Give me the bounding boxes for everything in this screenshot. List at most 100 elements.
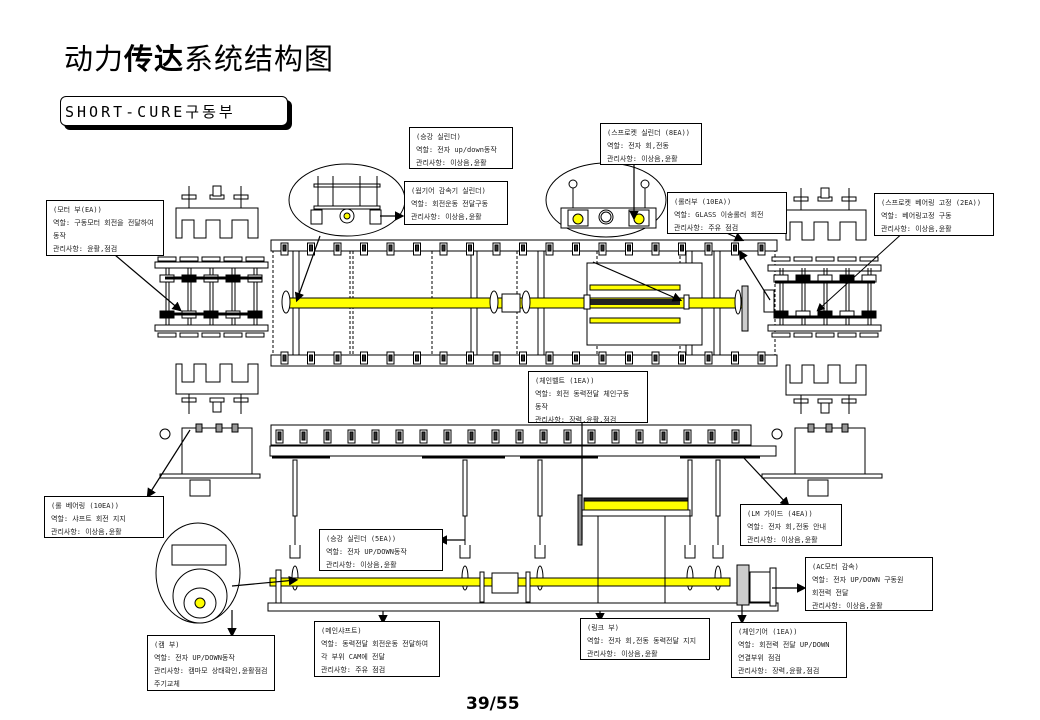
right-gear-assembly [767,256,882,338]
callout-line: 관리사항: 이상음,윤활 [326,561,397,569]
callout-bearing-fixture: (스프로켓 베어링 고정 (2EA)) 역할: 베어링고정 구동 관리사항: 이… [874,193,994,236]
conveyor-bracket-bolt [325,431,330,441]
callout-motor-unit: (모터 부(EA)) 역할: 구동모터 회전을 전달하여 동작 관리사항: 윤활… [46,200,164,256]
callout-line: 역할: 동력전달 회전운동 전달하여 [321,640,429,648]
frame-bracket-bolt [706,354,711,362]
frame-bracket-bolt [441,244,446,252]
frame-bracket-bolt [547,354,552,362]
gear-flange [201,256,221,262]
gear-flange [245,256,265,262]
callout-main-shaft: (메인샤프트) 역할: 동력전달 회전운동 전달하여 각 부위 CAM에 전달 … [314,621,440,677]
conveyor-bracket-bolt [301,431,306,441]
upper-guide-rod-top [589,284,681,291]
callout-heading: (체인벨트 (1EA)) [535,377,595,385]
left-cylinder-bottom [175,363,259,414]
conveyor-bracket-bolt [589,431,594,441]
callout-lift-cylinder-top: (승강 실린더) 역할: 전자 up/down동작 관리사항: 이상음,윤활 [409,127,513,169]
conveyor-bracket-bolt [277,431,282,441]
callout-line: 역할: 회전력 전달 UP/DOWN [738,641,830,649]
section-label: SHORT-CURE구동부 [65,103,236,121]
callout-line: 역할: 전자 회,전동 안내 [747,523,827,531]
callout-line: 역할: 회전 동력전달 체인구동 [535,390,630,398]
callout-line: 역할: 전자 UP/DOWN 구동원 [812,576,904,584]
callout-heading: (AC모터 감속) [812,563,859,571]
frame-bracket-bolt [574,354,578,362]
frame-bracket-bolt [468,244,472,252]
frame-bracket-bolt [335,244,340,252]
frame-bracket-bolt [388,244,393,252]
gear-flange [859,332,879,338]
gear-flange [815,332,835,338]
callout-heading: (링크 부) [587,624,619,632]
conveyor-bracket-bolt [613,431,618,441]
callout-line: 동작 [535,403,548,411]
lower-shaft-parts [267,494,779,612]
callout-line: 역할: GLASS 이송롤러 회전 [674,211,764,219]
gear-flange [771,332,791,338]
upper-guide-rod-bottom [589,317,681,324]
frame-bracket-bolt [653,244,658,252]
upper-chain [590,299,680,305]
callout-line: 관리사항: 이상음,윤활 [51,528,122,536]
callout-line: 관리사항: 장력,윤활,점검 [738,667,820,675]
callout-heading: (메인샤프트) [321,627,362,635]
frame-bracket-bolt [521,354,525,362]
lower-right-unit [761,423,883,497]
conveyor-bracket-bolt [445,431,450,441]
gear-flange [179,332,199,338]
callout-sprocket-cylinder: (스프로켓 실린더 (8EA)) 역할: 전자 회,전동 관리사항: 이상음,윤… [600,123,702,165]
section-label-box: SHORT-CURE구동부 [60,96,288,126]
callout-cam: (캠 부) 역할: 전자 UP/DOWN동작 관리사항: 캠마모 상태확인,윤활… [147,635,275,691]
callout-line: 관리사항: 윤활,점검 [53,245,118,253]
callout-heading: (모터 부(EA)) [53,206,102,214]
callout-line: 연결부위 점검 [738,654,781,662]
frame-bracket-bolt [600,354,605,362]
gear-flange [201,332,221,338]
callout-line: 역할: 전자 up/down동작 [416,146,497,154]
frame-bracket-bolt [733,354,737,362]
callout-line: 관리사항: 이상음,윤활 [607,155,678,163]
frame-bracket-bolt [309,244,313,252]
conveyor-bracket-bolt [517,431,522,441]
right-cylinder-top [785,187,867,241]
gear-flange [223,256,243,262]
conveyor-bracket-bolt [493,431,498,441]
callout-line: 각 부위 CAM에 전달 [321,653,385,661]
title-part-3: 系统结构图 [184,42,335,76]
callout-heading: (승강 실린더) [416,133,461,141]
frame-bracket-bolt [362,244,366,252]
frame-bracket-bolt [759,244,764,252]
callout-line: 관리사항: 이상음,윤활 [881,225,952,233]
frame-bracket-bolt [600,244,605,252]
callout-heading: (롤 베어링 (10EA)) [51,502,119,510]
callout-chain-gear: (체인기어 (1EA)) 역할: 회전력 전달 UP/DOWN 연결부위 점검 … [731,622,847,678]
frame-bracket-bolt [627,354,631,362]
leader-arrows [114,165,907,638]
left-gear-assembly [154,256,269,338]
callout-ac-motor: (AC모터 감속) 역할: 전자 UP/DOWN 구동원 회전력 전달 관리사항… [805,557,933,611]
gear-flange [771,256,791,262]
left-cylinder-top [175,185,259,239]
frame-bracket-bolt [415,244,419,252]
callout-heading: (스프로켓 실린더 (8EA)) [607,129,691,137]
gear-flange [793,332,813,338]
callout-roll-bearing: (롤 베어링 (10EA)) 역할: 샤프트 회전 지지 관리사항: 이상음,윤… [44,496,164,538]
callout-worm-gear: (웜기어 감속기 실린더) 역할: 회전운동 전달구동 관리사항: 이상음,윤활 [404,181,508,225]
frame-bracket-bolt [759,354,764,362]
frame-bracket-bolt [627,244,631,252]
lift-rod [462,459,468,517]
gear-flange [837,256,857,262]
right-cylinder-bottom [785,364,867,414]
lift-rod [292,459,298,517]
gear-flange [223,332,243,338]
callout-line: 관리사항: 주유 점검 [321,666,386,674]
callout-line: 회전력 전달 [812,589,849,597]
callout-line: 관리사항: 캠마모 상태확인,윤활점검 [154,667,268,675]
frame-bracket-bolt [468,354,472,362]
page-title: 动力传达系统结构图 [64,36,334,78]
page-number: 39/55 [466,694,520,714]
callout-line: 관리사항: 이상음,윤활 [747,536,818,544]
callout-line: 동작 [53,232,66,240]
callout-heading: (스프로켓 베어링 고정 (2EA)) [881,199,982,207]
frame-bracket-bolt [653,354,658,362]
